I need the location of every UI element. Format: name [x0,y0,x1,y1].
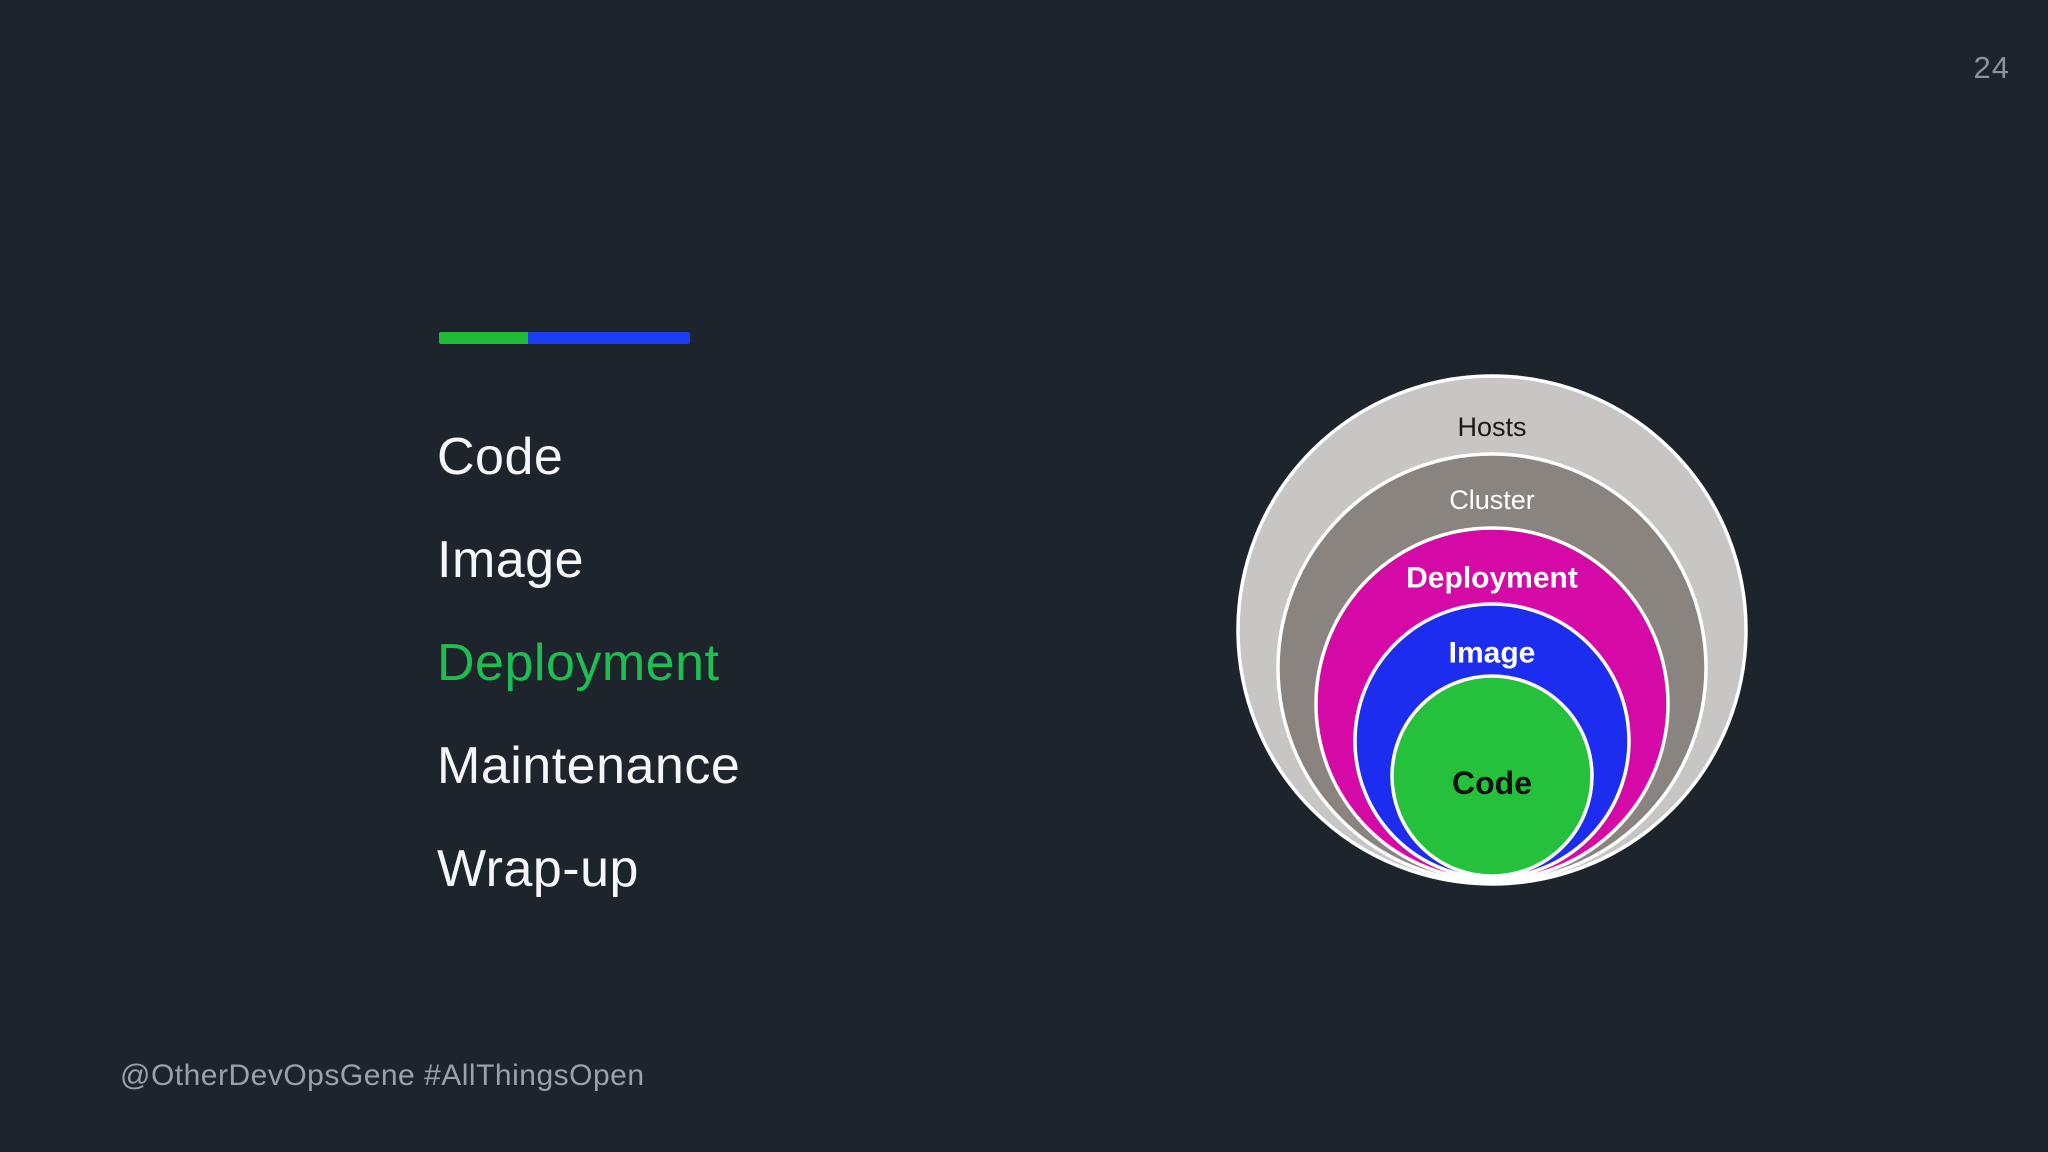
agenda-item-image: Image [437,530,585,589]
agenda-item-maintenance: Maintenance [437,736,741,795]
ring-label-image: Image [1449,637,1536,670]
ring-code [1390,674,1594,878]
agenda-item-deployment: Deployment [437,633,720,692]
accent-bar [439,332,690,344]
agenda-item-code: Code [437,427,564,486]
accent-bar-blue-segment [528,332,690,344]
ring-label-cluster: Cluster [1449,485,1535,515]
ring-label-deployment: Deployment [1406,562,1578,595]
footer-handle: @OtherDevOpsGene #AllThingsOpen [120,1059,645,1092]
ring-label-code: Code [1452,765,1532,801]
ring-label-hosts: Hosts [1457,412,1526,442]
agenda-item-wrap-up: Wrap-up [437,839,639,898]
accent-bar-green-segment [439,332,528,344]
page-number: 24 [1973,50,2010,85]
